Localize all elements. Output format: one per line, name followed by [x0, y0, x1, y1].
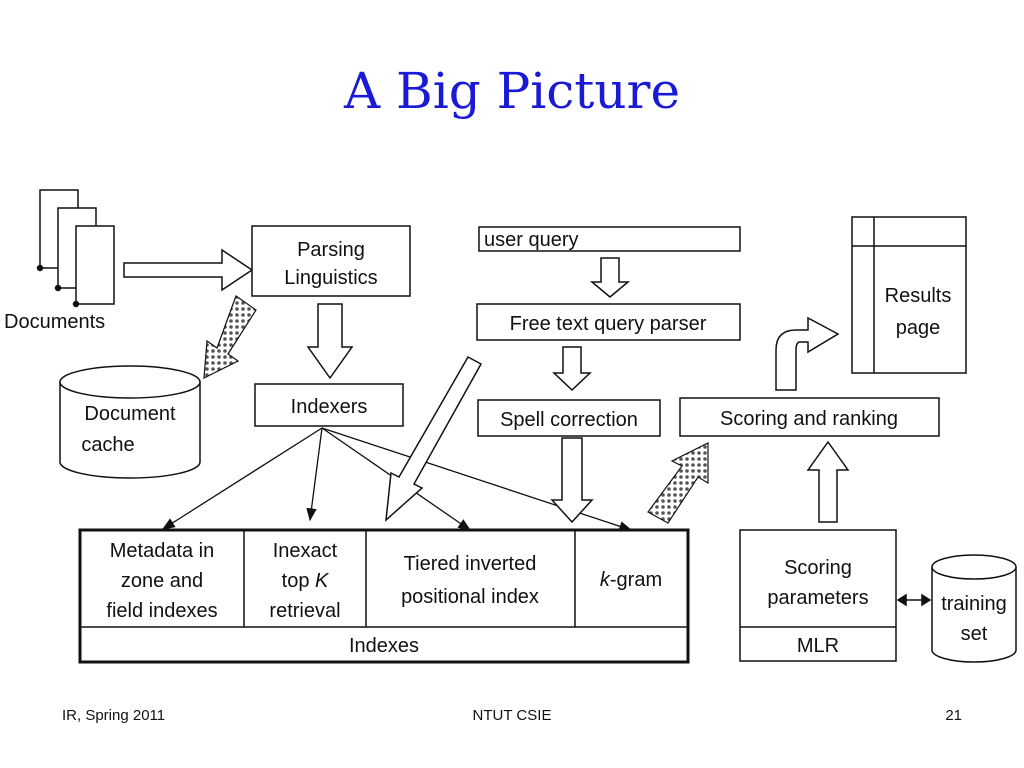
svg-text:zone and: zone and: [121, 570, 203, 592]
spell-correction-box: [477, 399, 661, 437]
parsing-linguistics-box: [251, 225, 411, 297]
svg-text:positional index: positional index: [401, 586, 539, 608]
results-page-icon: [851, 216, 967, 374]
svg-text:top K: top K: [282, 570, 330, 592]
indexers-label: Indexers: [291, 396, 368, 418]
indexes-table: [78, 528, 690, 664]
svg-text:Metadata in: Metadata in: [110, 540, 215, 562]
training-line2: set: [961, 623, 988, 645]
svg-text:retrieval: retrieval: [269, 600, 340, 622]
scoring-ranking-box: [679, 397, 940, 437]
indexes-to-scoring-dotted-arrow: [647, 442, 709, 524]
mlr-label: MLR: [797, 635, 839, 657]
parsing-to-indexers-arrow: [306, 303, 354, 380]
document-cache-line1: Document: [84, 403, 176, 425]
query-to-parser-arrow: [589, 257, 631, 298]
inexact-topk-cell: Inexact top K retrieval: [269, 540, 340, 622]
training-line1: training: [941, 593, 1007, 615]
parsing-label-line2: Linguistics: [284, 267, 377, 289]
footer-page-number: 21: [945, 707, 962, 724]
tiered-inverted-index-cell: Tiered inverted positional index: [401, 553, 539, 608]
svg-text:Inexact: Inexact: [273, 540, 338, 562]
spell-to-indexes-arrow: [550, 437, 594, 524]
params-training-double-arrow: [896, 593, 932, 607]
params-to-scoring-arrow: [806, 440, 850, 523]
footer-institution: NTUT CSIE: [472, 707, 552, 724]
parser-to-spell-arrow: [552, 346, 592, 392]
svg-text:k-gram: k-gram: [600, 569, 662, 591]
parsing-to-cache-dotted-arrow: [203, 295, 257, 380]
user-query-label: user query: [484, 229, 579, 251]
indexes-footer-label: Indexes: [349, 635, 419, 657]
document-cache-line2: cache: [81, 434, 134, 456]
parser-to-tiered-index-arrow: [385, 355, 483, 522]
metadata-index-cell: Metadata in zone and field indexes: [106, 540, 217, 622]
scoring-params-line1: Scoring: [784, 557, 852, 579]
training-set-cylinder: [931, 554, 1017, 663]
documents-icon: [36, 189, 115, 308]
scoring-to-results-arrow: [775, 316, 840, 391]
svg-text:Tiered inverted: Tiered inverted: [404, 553, 537, 575]
kgram-index-cell: k-gram: [600, 569, 662, 591]
free-text-parser-label: Free text query parser: [510, 313, 707, 335]
scoring-ranking-label: Scoring and ranking: [720, 408, 898, 430]
document-cache-cylinder: [59, 365, 201, 479]
spell-correction-label: Spell correction: [500, 409, 638, 431]
scoring-params-line2: parameters: [767, 587, 868, 609]
user-query-box: [478, 226, 741, 252]
scoring-parameters-box: [739, 529, 897, 662]
free-text-parser-box: [476, 303, 741, 341]
results-label-line2: page: [896, 317, 941, 339]
footer-course: IR, Spring 2011: [62, 707, 166, 724]
parsing-label-line1: Parsing: [297, 239, 365, 261]
indexers-box: [254, 383, 404, 427]
slide-title: A Big Picture: [343, 62, 681, 120]
svg-text:field indexes: field indexes: [106, 600, 217, 622]
documents-label: Documents: [4, 311, 105, 333]
results-label-line1: Results: [885, 285, 952, 307]
documents-to-parsing-arrow: [123, 248, 254, 292]
